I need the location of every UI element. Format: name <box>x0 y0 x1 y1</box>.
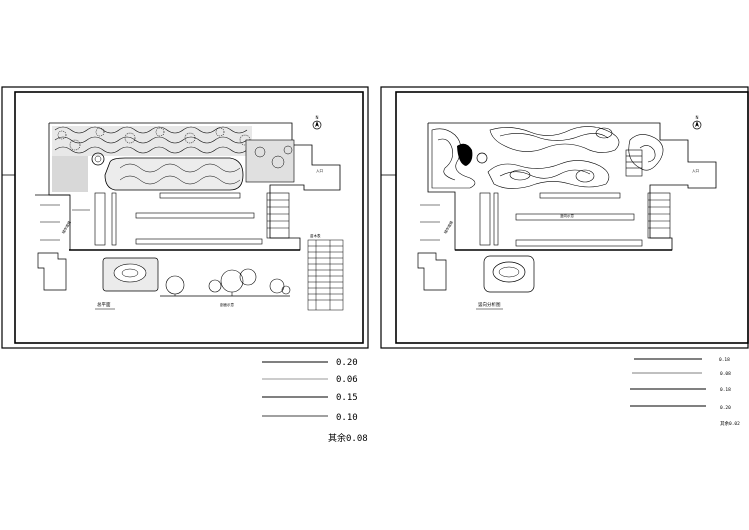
lineweight-remainder: 其余0.08 <box>328 432 368 444</box>
tree-symbol <box>283 145 293 155</box>
lineweight-value: 0.10 <box>336 413 358 423</box>
section-elevation <box>160 268 291 297</box>
sheet-left-entrance-label: 入口 <box>316 168 324 173</box>
lineweight-value: 0.18 <box>719 357 730 363</box>
sheet-left-title: 总平面 <box>97 301 111 308</box>
round-plaza <box>476 152 488 164</box>
lineweight-value: 0.20 <box>720 405 731 411</box>
stepped-terrace <box>647 192 671 239</box>
sheet-right-side-note: 竖向示意 <box>560 213 574 218</box>
round-plaza <box>91 152 105 166</box>
garden-detail <box>483 255 535 293</box>
north-arrow-label-left: N <box>316 115 319 120</box>
dark-feature <box>457 143 473 166</box>
lineweight-value: 0.15 <box>336 393 358 403</box>
north-arrow-right: N <box>692 115 702 130</box>
strip-bench-2 <box>135 212 255 219</box>
strip-bench-1 <box>539 192 621 199</box>
tree-symbol <box>254 146 266 158</box>
sheet-left-legend-title: 苗木表 <box>310 233 321 238</box>
strip-bench-1 <box>159 192 241 199</box>
lineweight-legend-left: 0.20 0.06 0.15 0.10 其余0.08 <box>262 358 368 444</box>
building-outline <box>37 252 67 291</box>
sheet-left-side-note: 剖面示意 <box>220 302 234 307</box>
path-strip <box>94 192 106 246</box>
oval-garden-planting <box>119 163 241 185</box>
sheet-right-road-label: 城市道路 <box>443 219 455 234</box>
sheet-left-outer-frame <box>1 86 369 349</box>
building-outline <box>417 252 447 291</box>
site-boundary <box>427 122 717 251</box>
north-arrow-label-right: N <box>696 115 699 120</box>
left-elevation-ticks <box>420 204 440 241</box>
strip-bench-3 <box>135 238 263 245</box>
path-strip <box>111 192 117 246</box>
tree-symbol <box>271 155 285 169</box>
plant-legend-table <box>307 239 344 311</box>
round-plaza-inner <box>94 155 102 163</box>
strip-bench-3 <box>515 239 643 247</box>
path-strip <box>493 192 499 246</box>
sheet-right-inner-frame <box>395 91 749 344</box>
lineweight-value: 0.08 <box>720 371 731 377</box>
sheet-left-road-label: 城市道路 <box>61 219 73 234</box>
sheet-right-entrance-label: 入口 <box>692 168 700 173</box>
strip-bench-2 <box>515 213 635 221</box>
path-strip <box>479 192 491 246</box>
stepped-terrace <box>266 192 290 239</box>
east-planting <box>245 139 295 183</box>
garden-detail <box>102 257 159 292</box>
lineweight-value: 0.20 <box>336 358 358 368</box>
lineweight-value: 0.06 <box>336 375 358 385</box>
lineweight-value: 0.18 <box>720 387 731 393</box>
north-arrow-left: N <box>312 115 322 130</box>
oval-garden <box>104 157 244 191</box>
contour-lines <box>431 126 664 189</box>
left-elevation-ticks <box>40 204 90 241</box>
sheet-left-inner-frame <box>14 91 364 344</box>
lineweight-legend-right: 0.18 0.08 0.18 0.20 其余0.02 <box>630 357 740 427</box>
sheet-right: N 竖向分析图 竖向示意 城市道路 入口 <box>380 86 749 349</box>
sheet-right-title: 竖向分析图 <box>478 301 501 308</box>
site-boundary <box>48 122 341 251</box>
lineweight-remainder: 其余0.02 <box>720 420 740 427</box>
sheet-left: N 总平面 剖面示意 苗木表 城市道路 入口 <box>1 86 369 349</box>
